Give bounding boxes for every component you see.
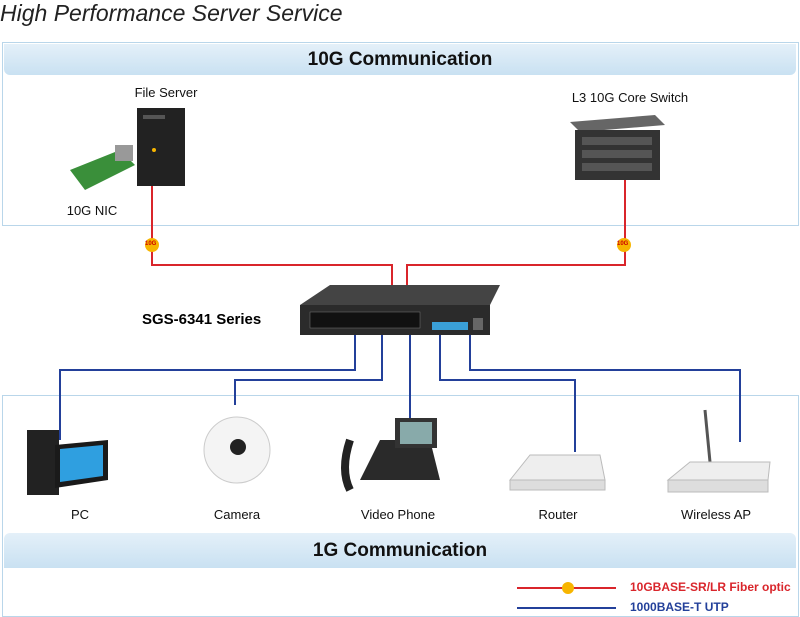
fiber-link-core-switch [406,175,626,292]
label-file-server: File Server [134,85,198,100]
label-router: Router [538,507,578,522]
label-wireless-ap: Wireless AP [680,507,752,522]
fiber-link-file-server [151,185,393,292]
utp-link-pc [59,330,356,440]
wireless-ap-icon [666,409,771,493]
video-phone-icon [341,418,440,492]
badge-10g-left: 10G [145,241,157,247]
badge-10g-icon [145,238,631,252]
badge-10g-right: 10G [617,241,629,247]
label-camera: Camera [213,507,261,522]
label-switch: SGS-6341 Series [142,311,262,328]
sgs-6341-switch-icon [300,285,500,335]
label-10g-nic: 10G NIC [66,203,118,218]
utp-link-wireless-ap [469,335,741,442]
label-pc: PC [70,507,90,522]
legend-fiber: 10GBASE-SR/LR Fiber optic [630,580,791,594]
utp-link-router [439,335,576,452]
pc-icon [27,430,108,495]
core-switch-icon [570,115,665,180]
camera-icon [203,416,271,484]
label-core-switch: L3 10G Core Switch [571,90,689,105]
file-server-icon [137,108,185,186]
label-video-phone: Video Phone [360,507,436,522]
page-title: High Performance Server Service [0,0,343,26]
legend-utp: 1000BASE-T UTP [630,600,729,614]
legend-lines [517,582,616,609]
nic-card-icon [70,145,135,190]
top-band: 10G Communication [4,44,796,75]
router-icon [508,454,606,491]
utp-link-camera [234,330,383,405]
bottom-band: 1G Communication [4,533,796,568]
